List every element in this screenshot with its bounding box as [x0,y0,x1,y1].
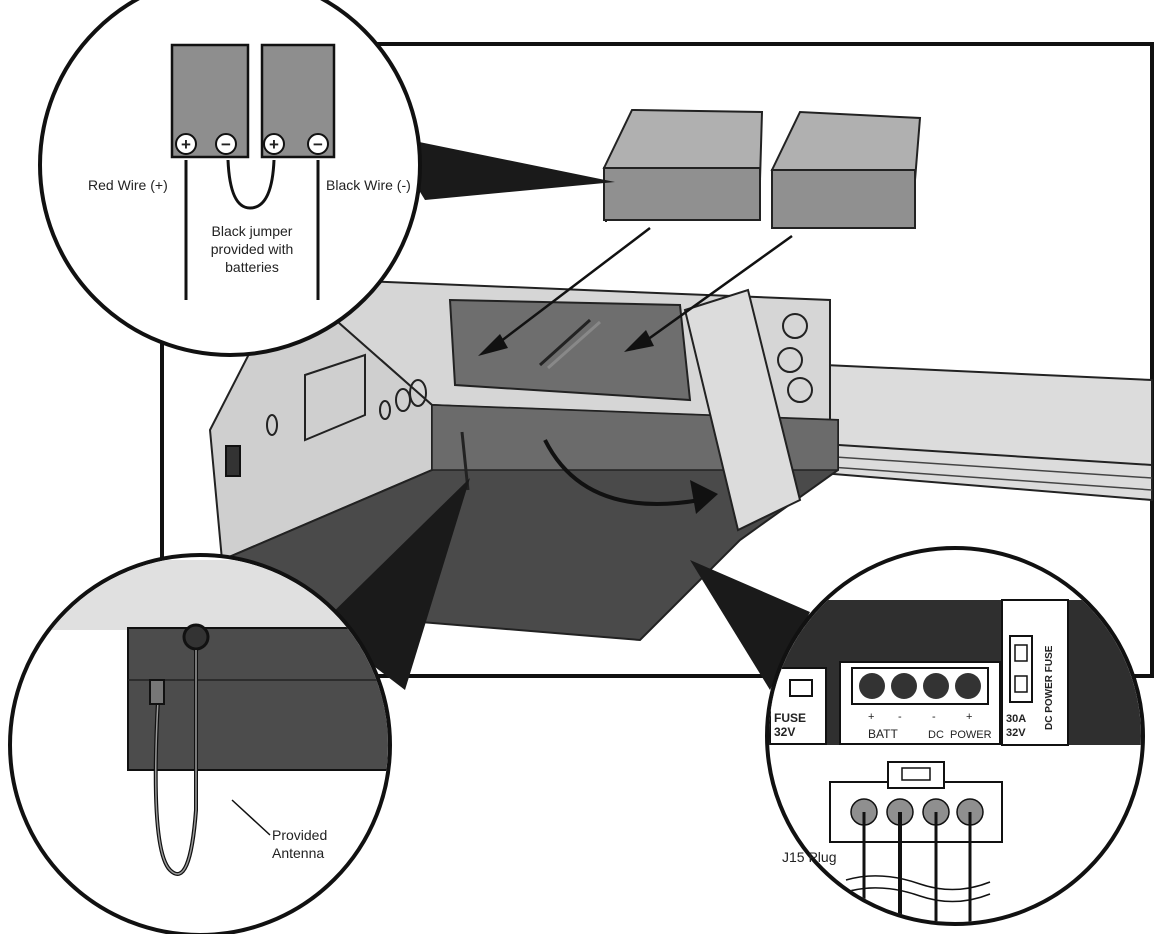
callout-pointer-batteries [385,135,615,200]
j15-plug-label: J15 Plug [782,849,836,865]
antenna-label-line-1: Provided [272,827,327,843]
plus-symbol-1: + [181,135,191,154]
power-label: POWER [950,729,992,741]
dc-label: DC [928,729,944,741]
operator-box [208,276,839,642]
fuse-left-line-2: 32V [774,725,795,739]
pin-batt-plus: + [868,711,874,723]
fuse-left-line-1: FUSE [774,711,806,725]
jumper-label-line-2: provided with [211,241,294,257]
jumper-label-line-1: Black jumper [212,223,293,239]
pin-dc-plus: + [966,711,972,723]
black-wire-label: Black Wire (-) [326,177,411,193]
insert-arrows [478,227,793,514]
antenna-connector [182,623,210,651]
dc-power-fuse-label: DC POWER FUSE [1044,645,1055,730]
cover-flap [683,288,802,532]
fuse-rating-line-2: 32V [1006,727,1026,739]
board-callout: FUSE 32V + - - + BATT DC POWER 30A 32V D… [765,546,1145,926]
pin-dc-minus: - [932,711,936,723]
minus-symbol-1: − [221,135,231,154]
battery-1 [602,108,764,223]
red-wire-label: Red Wire (+) [88,177,168,193]
callout-pointer-board [690,560,810,690]
battery-2 [770,110,922,229]
plus-symbol-2: + [269,135,279,154]
pin-batt-minus: - [898,711,902,723]
battery-callout: + − + − Red Wire (+) Black Wire (-) Blac… [38,0,422,357]
fuse-rating-line-1: 30A [1006,713,1026,725]
jumper-label-line-3: batteries [225,259,279,275]
minus-symbol-2: − [313,135,323,154]
rotate-arrow [543,439,701,506]
batt-label: BATT [868,727,898,741]
rail [759,360,1153,502]
antenna-label-line-2: Antenna [272,845,324,861]
jumper-wire [226,159,276,210]
